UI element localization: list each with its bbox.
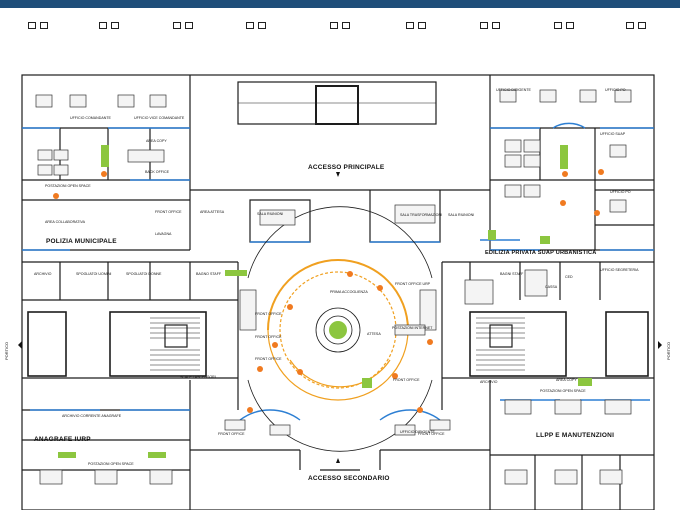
room-label: PRIMA ACCOGLIENZA (330, 290, 368, 294)
side-label-left: PORTICO (4, 341, 9, 360)
room-label: AREA ATTESA (200, 210, 225, 214)
room-label: ATTESA (367, 332, 381, 336)
room-label: FRONT OFFICE (255, 335, 282, 339)
room-label: UFFICIO SUAP (600, 132, 626, 136)
room-label: SALA RIUNIONI (257, 212, 284, 216)
room-label: FRONT OFFICE (155, 210, 182, 214)
room-label: AREA COPY (146, 139, 167, 143)
room-label: CASSA (545, 285, 558, 289)
room-label: AREA COPY (556, 378, 577, 382)
room-label: UFFICIO VICE COMANDANTE (134, 116, 185, 120)
header-band (0, 0, 680, 8)
label-accesso-principale: ACCESSO PRINCIPALE (308, 164, 385, 171)
grid-marker (554, 22, 578, 31)
grid-marker (330, 22, 354, 31)
grid-marker (28, 22, 52, 31)
room-label: SALA TRASFORMAZIONI (400, 213, 443, 217)
grid-marker (480, 22, 504, 31)
room-label: AREA COLLABORATIVA (45, 220, 86, 224)
room-label: ARCHIVIO (480, 380, 498, 384)
label-accesso-secondario: ACCESSO SECONDARIO (308, 475, 390, 482)
label-polizia-municipale: POLIZIA MUNICIPALE (46, 238, 117, 245)
grid-marker (99, 22, 123, 31)
room-label: POSTAZIONI INTERNET (392, 326, 433, 330)
side-label-right: PORTICO (666, 341, 671, 360)
room-label: FRONT OFFICE (255, 312, 282, 316)
grid-marker (406, 22, 430, 31)
room-label: FRONT OFFICE (418, 432, 445, 436)
room-label: POSTAZIONI OPEN SPACE (45, 184, 91, 188)
room-label: BACK OFFICE (145, 170, 169, 174)
room-label: UFFICIO SEGRETERIA (600, 268, 639, 272)
grid-marker (626, 22, 650, 31)
room-label: POSTAZIONI OPEN SPACE (88, 462, 134, 466)
room-label: ARCHIVIO (34, 272, 52, 276)
room-label: BAGNO STAFF (196, 272, 222, 276)
label-llpp: LLPP E MANUTENZIONI (536, 432, 615, 439)
room-label: UFFICIO DIRIGENTE (400, 430, 435, 434)
room-label: CED (565, 275, 573, 279)
room-label: SCALE / ASCENSORI (180, 375, 216, 379)
room-label: FRONT OFFICE (255, 357, 282, 361)
room-label: ARCHIVIO CORRENTE ANAGRAFE (62, 414, 122, 418)
room-label: LAVAGNA (155, 232, 172, 236)
room-label: SALA RIUNIONI (448, 213, 475, 217)
room-label: SPOGLIATOI DONNE (126, 272, 162, 276)
label-anagrafe: ANAGRAFE IURP (34, 436, 91, 443)
room-label: UFFICIO DIRIGENTE (496, 88, 531, 92)
grid-marker (246, 22, 270, 31)
room-label: UFFICIO PO (610, 190, 631, 194)
room-label: FRONT OFFICE URP (395, 282, 431, 286)
room-label: BAGNI STAFF (500, 272, 524, 276)
room-label: SPOGLIATOI UOMINI (76, 272, 112, 276)
grid-marker (173, 22, 197, 31)
room-label: UFFICIO PO (605, 88, 626, 92)
room-label: FRONT OFFICE (393, 378, 420, 382)
room-label: POSTAZIONI OPEN SPACE (540, 389, 586, 393)
room-label: FRONT OFFICE (218, 432, 245, 436)
room-label: UFFICIO COMANDANTE (70, 116, 111, 120)
label-edilizia-privata: EDILIZIA PRIVATA SUAP URBANISTICA (485, 250, 597, 256)
